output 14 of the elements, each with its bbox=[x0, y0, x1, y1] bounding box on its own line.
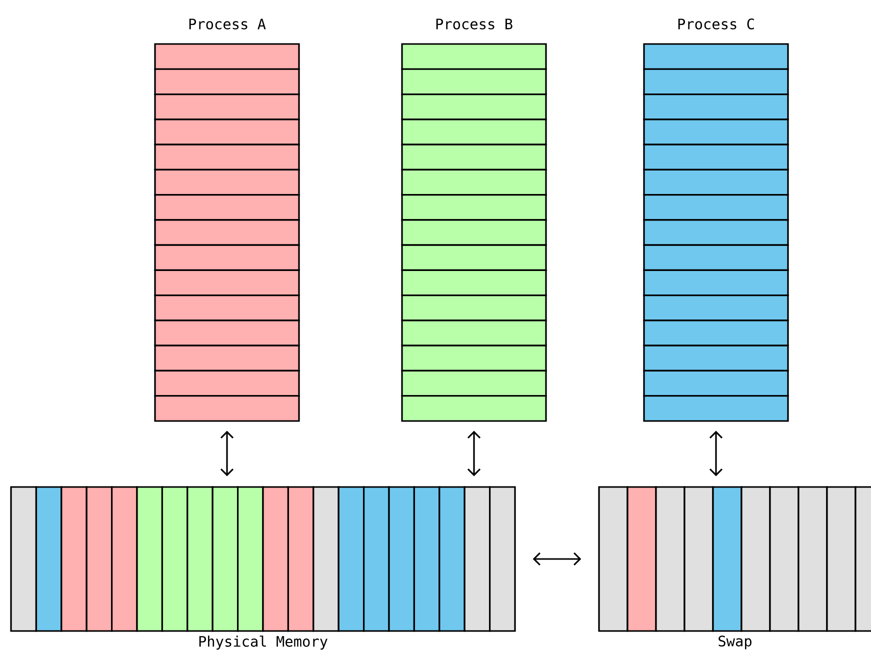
arrow bbox=[532, 552, 582, 566]
node-label: Swap bbox=[718, 636, 752, 650]
memory-block: Swap bbox=[598, 486, 871, 650]
node-label: Process B bbox=[436, 18, 512, 30]
memory-block: Process B bbox=[401, 18, 547, 422]
memory-block: Physical Memory bbox=[10, 486, 516, 650]
arrow bbox=[709, 430, 723, 476]
arrow bbox=[467, 430, 481, 476]
node-label: Process A bbox=[189, 18, 266, 30]
memory-block: Process C bbox=[643, 18, 789, 422]
node-label: Process C bbox=[678, 18, 754, 30]
node-label: Physical Memory bbox=[199, 636, 328, 650]
arrow bbox=[220, 430, 234, 476]
memory-block: Process A bbox=[154, 18, 300, 422]
